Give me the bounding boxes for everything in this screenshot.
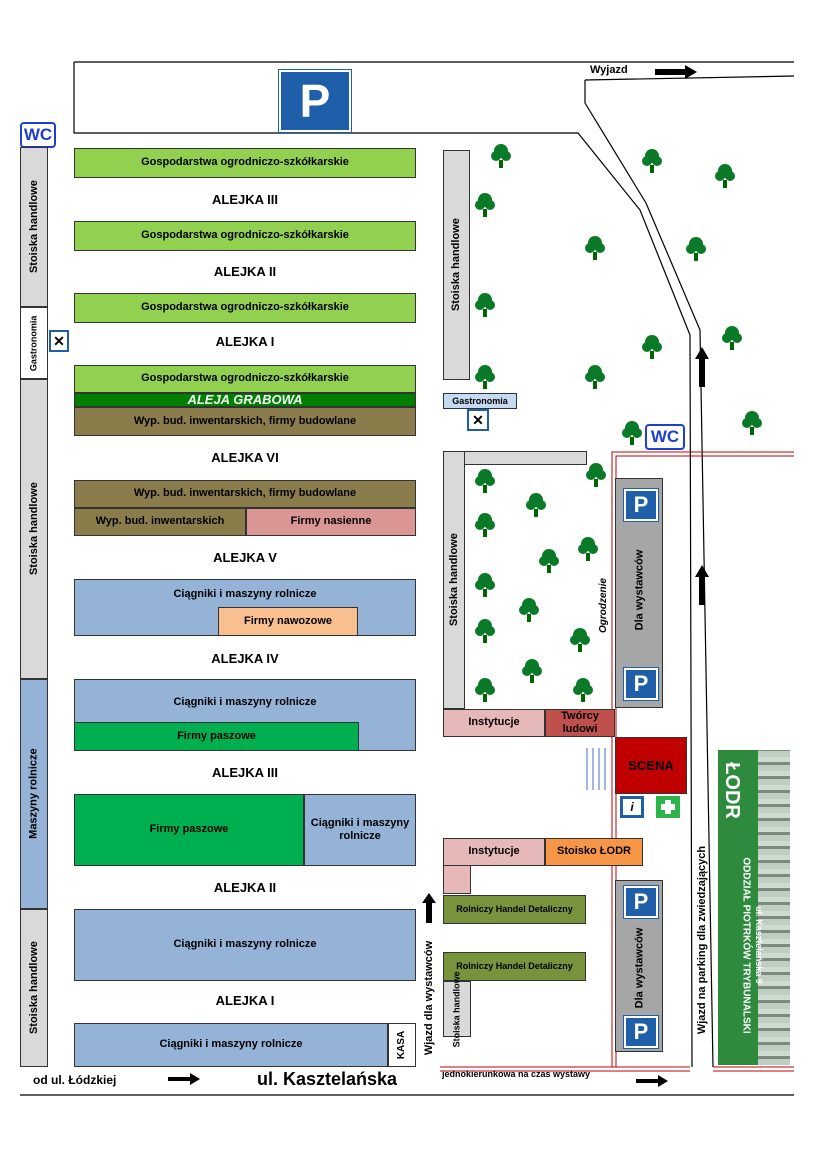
banner-logo: ŁODR <box>720 761 743 819</box>
stalls-park-side: Stoiska handlowe <box>443 451 465 709</box>
aisle-2: ALEJKA II <box>213 880 277 895</box>
feed-companies-2: Firmy paszowe <box>74 794 304 866</box>
wc-icon: WC <box>645 424 685 450</box>
aisle-1: ALEJKA I <box>215 993 275 1008</box>
tree-icon <box>475 365 495 389</box>
hornbeam-alley: ALEJA GRABOWA <box>74 392 416 407</box>
livestock-equipment: Wyp. bud. inwentarskich <box>74 508 246 536</box>
tree-icon <box>475 293 495 317</box>
retail-2: Rolniczy Handel Detaliczny <box>443 952 586 981</box>
exhibitors-parking-2-label: Dla wystawców <box>633 927 646 1008</box>
parking-icon: P <box>278 69 352 133</box>
parking-icon: P <box>623 488 659 522</box>
institutions-1: Instytucje <box>443 709 545 737</box>
tree-icon <box>642 149 662 173</box>
parking-icon: P <box>623 885 659 919</box>
farm-machinery-left: Maszyny rolnicze <box>20 679 48 909</box>
street-arrow-icon <box>636 1075 668 1087</box>
first-aid-icon <box>656 796 680 818</box>
tree-icon <box>585 236 605 260</box>
institutions-2-leg <box>443 866 471 894</box>
tree-icon <box>715 164 735 188</box>
stalls-left-bottom: Stoiska handlowe <box>20 909 48 1067</box>
garden-row-4: Gospodarstwa ogrodniczo-szkółkarskie <box>74 365 416 393</box>
info-icon: i <box>620 796 644 818</box>
tree-icon <box>519 598 539 622</box>
tractors-row-3: Ciągniki i maszyny rolnicze <box>304 794 416 866</box>
stalls-left-top: Stoiska handlowe <box>20 147 48 307</box>
tree-icon <box>475 619 495 643</box>
tree-icon <box>722 326 742 350</box>
tree-icon <box>475 573 495 597</box>
exit-arrow-icon <box>655 65 697 79</box>
tree-icon <box>475 513 495 537</box>
folk-artists: Twórcy ludowi <box>545 709 615 737</box>
lodr-stand: Stoisko ŁODR <box>545 838 643 866</box>
tree-icon <box>570 628 590 652</box>
wc-icon: WC <box>20 122 56 148</box>
tractors-row-5: Ciągniki i maszyny rolnicze <box>74 1023 388 1067</box>
tree-icon <box>539 549 559 573</box>
street-name: ul. Kasztelańska <box>257 1069 398 1089</box>
fertilizer-companies: Firmy nawozowe <box>218 607 358 636</box>
lodr-banner: ŁODR ODDZIAŁ PIOTRKÓW TRYBUNALSKI ul. Ka… <box>718 750 790 1065</box>
institutions-2: Instytucje <box>443 838 545 866</box>
gastronomy-center: Gastronomia <box>443 393 517 409</box>
aisle-4: ALEJKA IV <box>211 651 279 666</box>
road-up-arrow-icon <box>695 347 709 387</box>
exit-label: Wyjazd <box>590 64 628 76</box>
from-street-label: od ul. Łódzkiej <box>33 1073 117 1087</box>
stalls-center-top: Stoiska handlowe <box>443 150 470 380</box>
tree-icon <box>686 237 706 261</box>
feed-companies-1: Firmy paszowe <box>74 722 359 751</box>
tree-icon <box>578 537 598 561</box>
restaurant-icon: ✕ <box>49 330 69 352</box>
aisle-6: ALEJKA VI <box>211 450 279 465</box>
street-arrow-icon <box>168 1073 200 1085</box>
one-way-note: jednokierunkowa na czas wystawy <box>441 1069 591 1079</box>
construction-row-1: Wyp. bud. inwentarskich, firmy budowlane <box>74 407 416 436</box>
restaurant-icon: ✕ <box>467 409 489 431</box>
stalls-left-middle: Stoiska handlowe <box>20 379 48 679</box>
tractors-row-4: Ciągniki i maszyny rolnicze <box>74 909 416 981</box>
parking-icon: P <box>623 667 659 701</box>
garden-row-1: Gospodarstwa ogrodniczo-szkółkarskie <box>74 148 416 178</box>
entry-up-arrow-icon <box>422 893 436 923</box>
stalls-small: Stoiska handlowe <box>443 971 471 1047</box>
retail-1: Rolniczy Handel Detaliczny <box>443 895 586 924</box>
exhibitors-entry-label: Wjazd dla wystawców <box>423 940 435 1056</box>
road-up-arrow-icon <box>695 565 709 605</box>
tree-icon <box>586 463 606 487</box>
cash-desk: KASA <box>388 1023 416 1067</box>
tree-icon <box>642 335 662 359</box>
construction-row-2: Wyp. bud. inwentarskich, firmy budowlane <box>74 480 416 508</box>
aisle-5: ALEJKA V <box>213 550 277 565</box>
tree-icon <box>522 659 542 683</box>
aisle-top-1: ALEJKA I <box>215 334 275 349</box>
garden-row-3: Gospodarstwa ogrodniczo-szkółkarskie <box>74 293 416 323</box>
aisle-top-2: ALEJKA II <box>213 264 277 279</box>
exhibitors-parking-1-label: Dla wystawców <box>633 549 646 631</box>
tree-icon <box>475 678 495 702</box>
tree-icon <box>622 421 642 445</box>
tree-icon <box>526 493 546 517</box>
aisle-top-3: ALEJKA III <box>212 192 278 207</box>
tree-icon <box>585 365 605 389</box>
garden-row-2: Gospodarstwa ogrodniczo-szkółkarskie <box>74 221 416 251</box>
visitors-parking-entry-label: Wjazd na parking dla zwiedzających <box>696 845 708 1035</box>
tree-icon <box>573 678 593 702</box>
tree-icon <box>475 193 495 217</box>
tree-icon <box>491 144 511 168</box>
parking-icon: P <box>623 1015 659 1049</box>
tree-icon <box>742 411 762 435</box>
aisle-3: ALEJKA III <box>212 765 278 780</box>
seed-companies: Firmy nasienne <box>246 508 416 536</box>
banner-line2: ul. Kasztelańska 9 <box>754 906 765 984</box>
gastronomy-left: Gastronomia <box>20 307 48 379</box>
tree-icon <box>475 469 495 493</box>
fence-label: Ogrodzenie <box>597 577 609 633</box>
stage: SCENA <box>615 737 687 794</box>
